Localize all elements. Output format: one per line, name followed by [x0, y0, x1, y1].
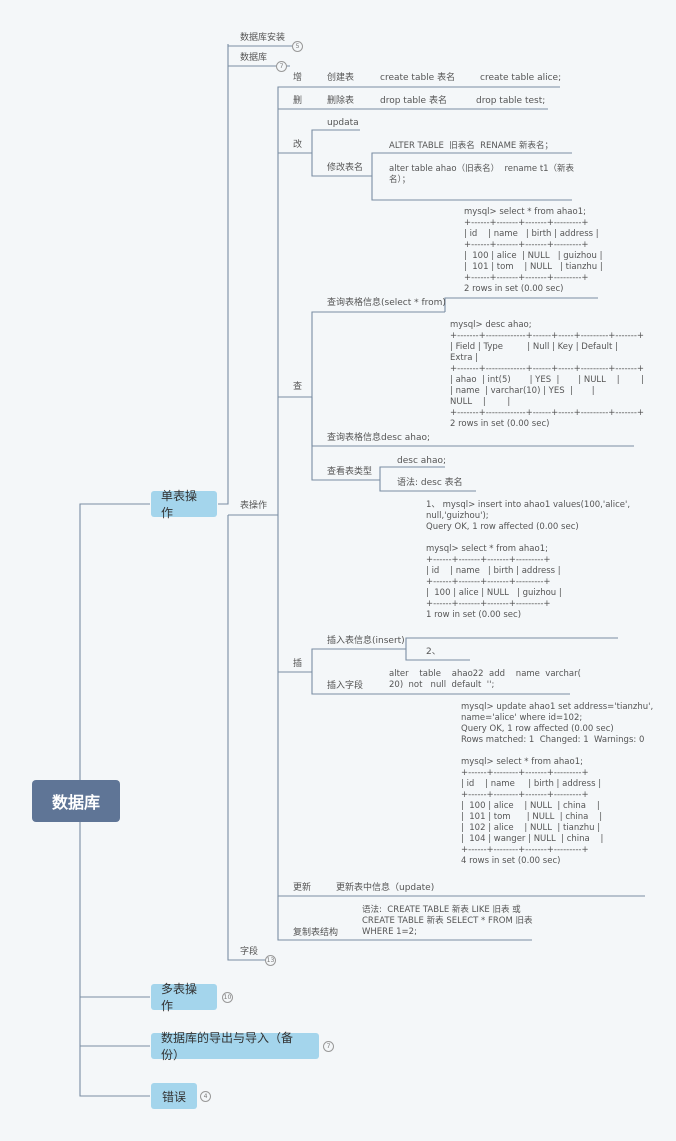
insert-field-item[interactable]: 插入字段: [327, 681, 364, 691]
single-table-node[interactable]: 单表操作: [151, 489, 217, 520]
table-ops-node[interactable]: 表操作: [240, 501, 268, 511]
add-node[interactable]: 增: [293, 73, 303, 83]
install-node[interactable]: 数据库安装: [240, 33, 286, 43]
desc-cmd: desc ahao;: [397, 456, 447, 466]
copy-structure-syntax: 语法: CREATE TABLE 新表 LIKE 旧表 或 CREATE TAB…: [362, 905, 533, 937]
rename-sql-1: ALTER TABLE 旧表名 RENAME 新表名；: [389, 141, 553, 151]
badge-export[interactable]: 7: [323, 1041, 334, 1052]
badge-multi[interactable]: 10: [222, 992, 233, 1003]
desc-syntax: 语法: desc 表名: [397, 478, 463, 488]
drop-table-example: drop table test;: [476, 96, 546, 106]
rename-table-item[interactable]: 修改表名: [327, 163, 364, 173]
badge-install[interactable]: 5: [292, 41, 303, 52]
multi-table-node[interactable]: 多表操作: [151, 982, 217, 1013]
desc-output: mysql> desc ahao; +-------+-------------…: [450, 320, 645, 429]
updata-item[interactable]: updata: [327, 118, 359, 128]
export-import-node[interactable]: 数据库的导出与导入（备份）: [151, 1031, 319, 1062]
badge-error[interactable]: 4: [200, 1091, 211, 1102]
insert-node[interactable]: 插: [293, 659, 303, 669]
database-node[interactable]: 数据库: [240, 53, 268, 63]
select-output: mysql> select * from ahao1; +------+----…: [464, 207, 603, 294]
rename-sql-2: alter table ahao（旧表名） rename t1（新表 名）；: [389, 164, 575, 185]
delete-node[interactable]: 删: [293, 96, 303, 106]
drop-table-syntax: drop table 表名: [380, 96, 447, 106]
insert-info-item[interactable]: 插入表信息(insert): [327, 636, 405, 646]
update-info-item[interactable]: 更新表中信息（update): [336, 883, 435, 893]
table-type-item[interactable]: 查看表类型: [327, 467, 373, 477]
badge-field[interactable]: 13: [265, 955, 276, 966]
insert-output: 1、 mysql> insert into ahao1 values(100,'…: [426, 500, 631, 620]
insert-step-2: 2、: [426, 647, 441, 657]
field-node[interactable]: 字段: [240, 947, 259, 957]
error-node[interactable]: 错误: [151, 1083, 197, 1109]
select-query-item[interactable]: 查询表格信息(select * from): [327, 298, 446, 308]
create-table-item[interactable]: 创建表: [327, 73, 355, 83]
update-node[interactable]: 更新: [293, 883, 312, 893]
create-table-example: create table alice;: [480, 73, 562, 83]
query-node[interactable]: 查: [293, 382, 303, 392]
root-node[interactable]: 数据库: [32, 780, 120, 822]
drop-table-item[interactable]: 删除表: [327, 96, 355, 106]
insert-field-sql: alter table ahao22 add name varchar( 20)…: [389, 669, 581, 690]
desc-query-item[interactable]: 查询表格信息desc ahao;: [327, 433, 431, 443]
badge-db[interactable]: 7: [276, 61, 287, 72]
update-output: mysql> update ahao1 set address='tianzhu…: [461, 702, 654, 866]
create-table-syntax: create table 表名: [380, 73, 456, 83]
copy-structure-node[interactable]: 复制表结构: [293, 928, 339, 938]
alter-node[interactable]: 改: [293, 140, 303, 150]
